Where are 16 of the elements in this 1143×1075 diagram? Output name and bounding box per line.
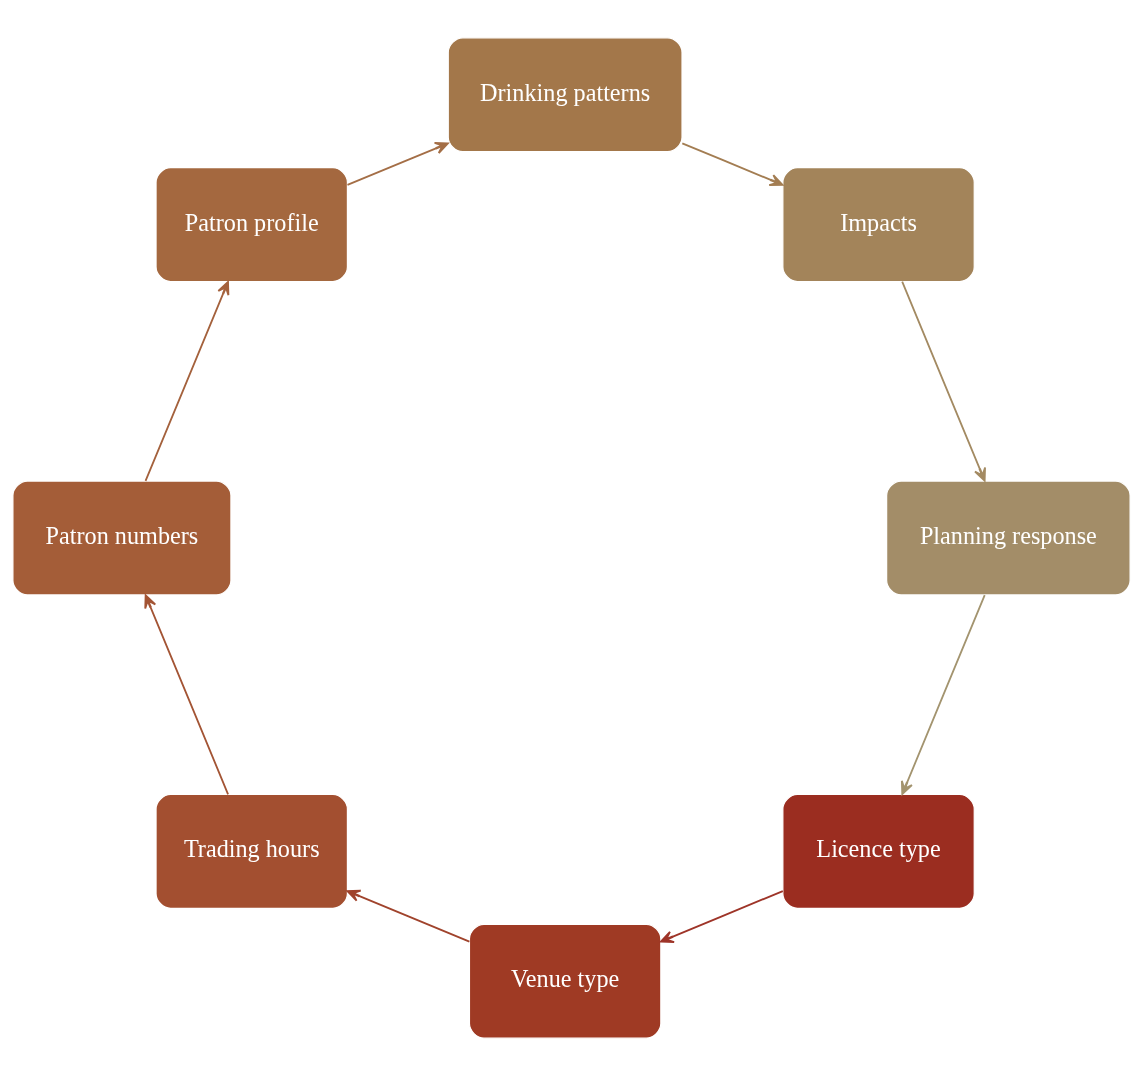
arrow: [681, 141, 784, 186]
arrow: [144, 280, 230, 482]
arrow: [346, 141, 449, 186]
arrow: [659, 889, 784, 943]
node-box: Patron profile: [155, 166, 349, 282]
node-box: Drinking patterns: [447, 36, 683, 152]
node-box: Planning response: [886, 479, 1131, 596]
node-box: Licence type: [782, 793, 975, 909]
arrow: [346, 889, 471, 942]
node-box: Venue type: [468, 923, 662, 1039]
node-box: Patron numbers: [12, 479, 232, 596]
node-box: Trading hours: [155, 793, 349, 909]
arrow: [901, 280, 986, 482]
arrow: [144, 593, 229, 795]
arrow: [900, 593, 986, 795]
node-box: Impacts: [782, 166, 975, 282]
